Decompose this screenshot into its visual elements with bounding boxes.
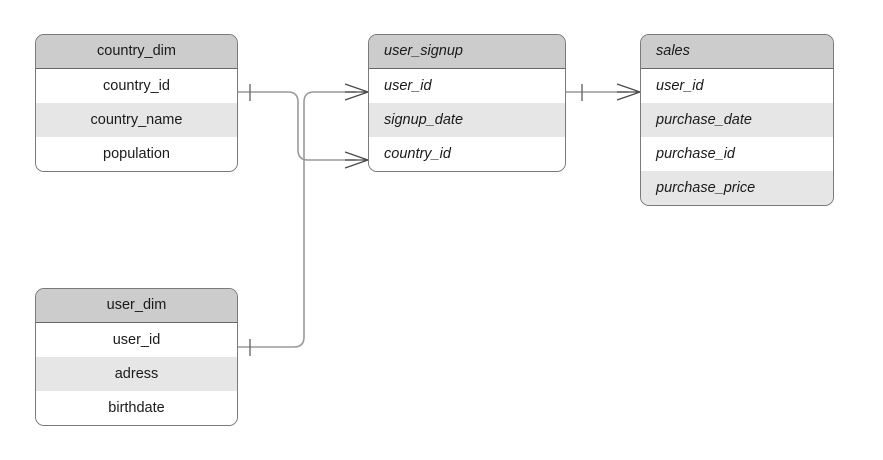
attribute-row[interactable]: purchase_date xyxy=(641,103,833,137)
attribute-row[interactable]: country_name xyxy=(36,103,237,137)
relationship-user_signup-to-sales xyxy=(566,83,641,101)
attribute-row[interactable]: purchase_price xyxy=(641,171,833,205)
cardinality-many-crowsfoot-user_signup-country_id xyxy=(344,151,369,169)
entity-title-user_dim: user_dim xyxy=(36,289,237,323)
attribute-row[interactable]: country_id xyxy=(369,137,565,171)
attribute-row[interactable]: user_id xyxy=(36,323,237,357)
entity-user_dim[interactable]: user_dim user_id adress birthdate xyxy=(35,288,238,426)
attribute-row[interactable]: country_id xyxy=(36,69,237,103)
relationship-country_dim-to-user_signup xyxy=(238,84,369,169)
attribute-row[interactable]: user_id xyxy=(369,69,565,103)
entity-title-user_signup: user_signup xyxy=(369,35,565,69)
cardinality-many-crowsfoot-sales-user_id xyxy=(616,83,641,101)
attribute-row[interactable]: adress xyxy=(36,357,237,391)
relationship-user_dim-to-user_signup xyxy=(238,83,369,356)
relationship-line-user_dim-user_signup xyxy=(238,91,356,348)
attribute-row[interactable]: population xyxy=(36,137,237,171)
entity-sales[interactable]: sales user_id purchase_date purchase_id … xyxy=(640,34,834,206)
entity-country_dim[interactable]: country_dim country_id country_name popu… xyxy=(35,34,238,172)
entity-title-country_dim: country_dim xyxy=(36,35,237,69)
attribute-row[interactable]: signup_date xyxy=(369,103,565,137)
attribute-row[interactable]: user_id xyxy=(641,69,833,103)
attribute-row[interactable]: purchase_id xyxy=(641,137,833,171)
entity-title-sales: sales xyxy=(641,35,833,69)
relationship-line-country_dim-user_signup xyxy=(238,91,356,161)
entity-user_signup[interactable]: user_signup user_id signup_date country_… xyxy=(368,34,566,172)
cardinality-many-crowsfoot-user_signup-user_id xyxy=(344,83,369,101)
attribute-row[interactable]: birthdate xyxy=(36,391,237,425)
